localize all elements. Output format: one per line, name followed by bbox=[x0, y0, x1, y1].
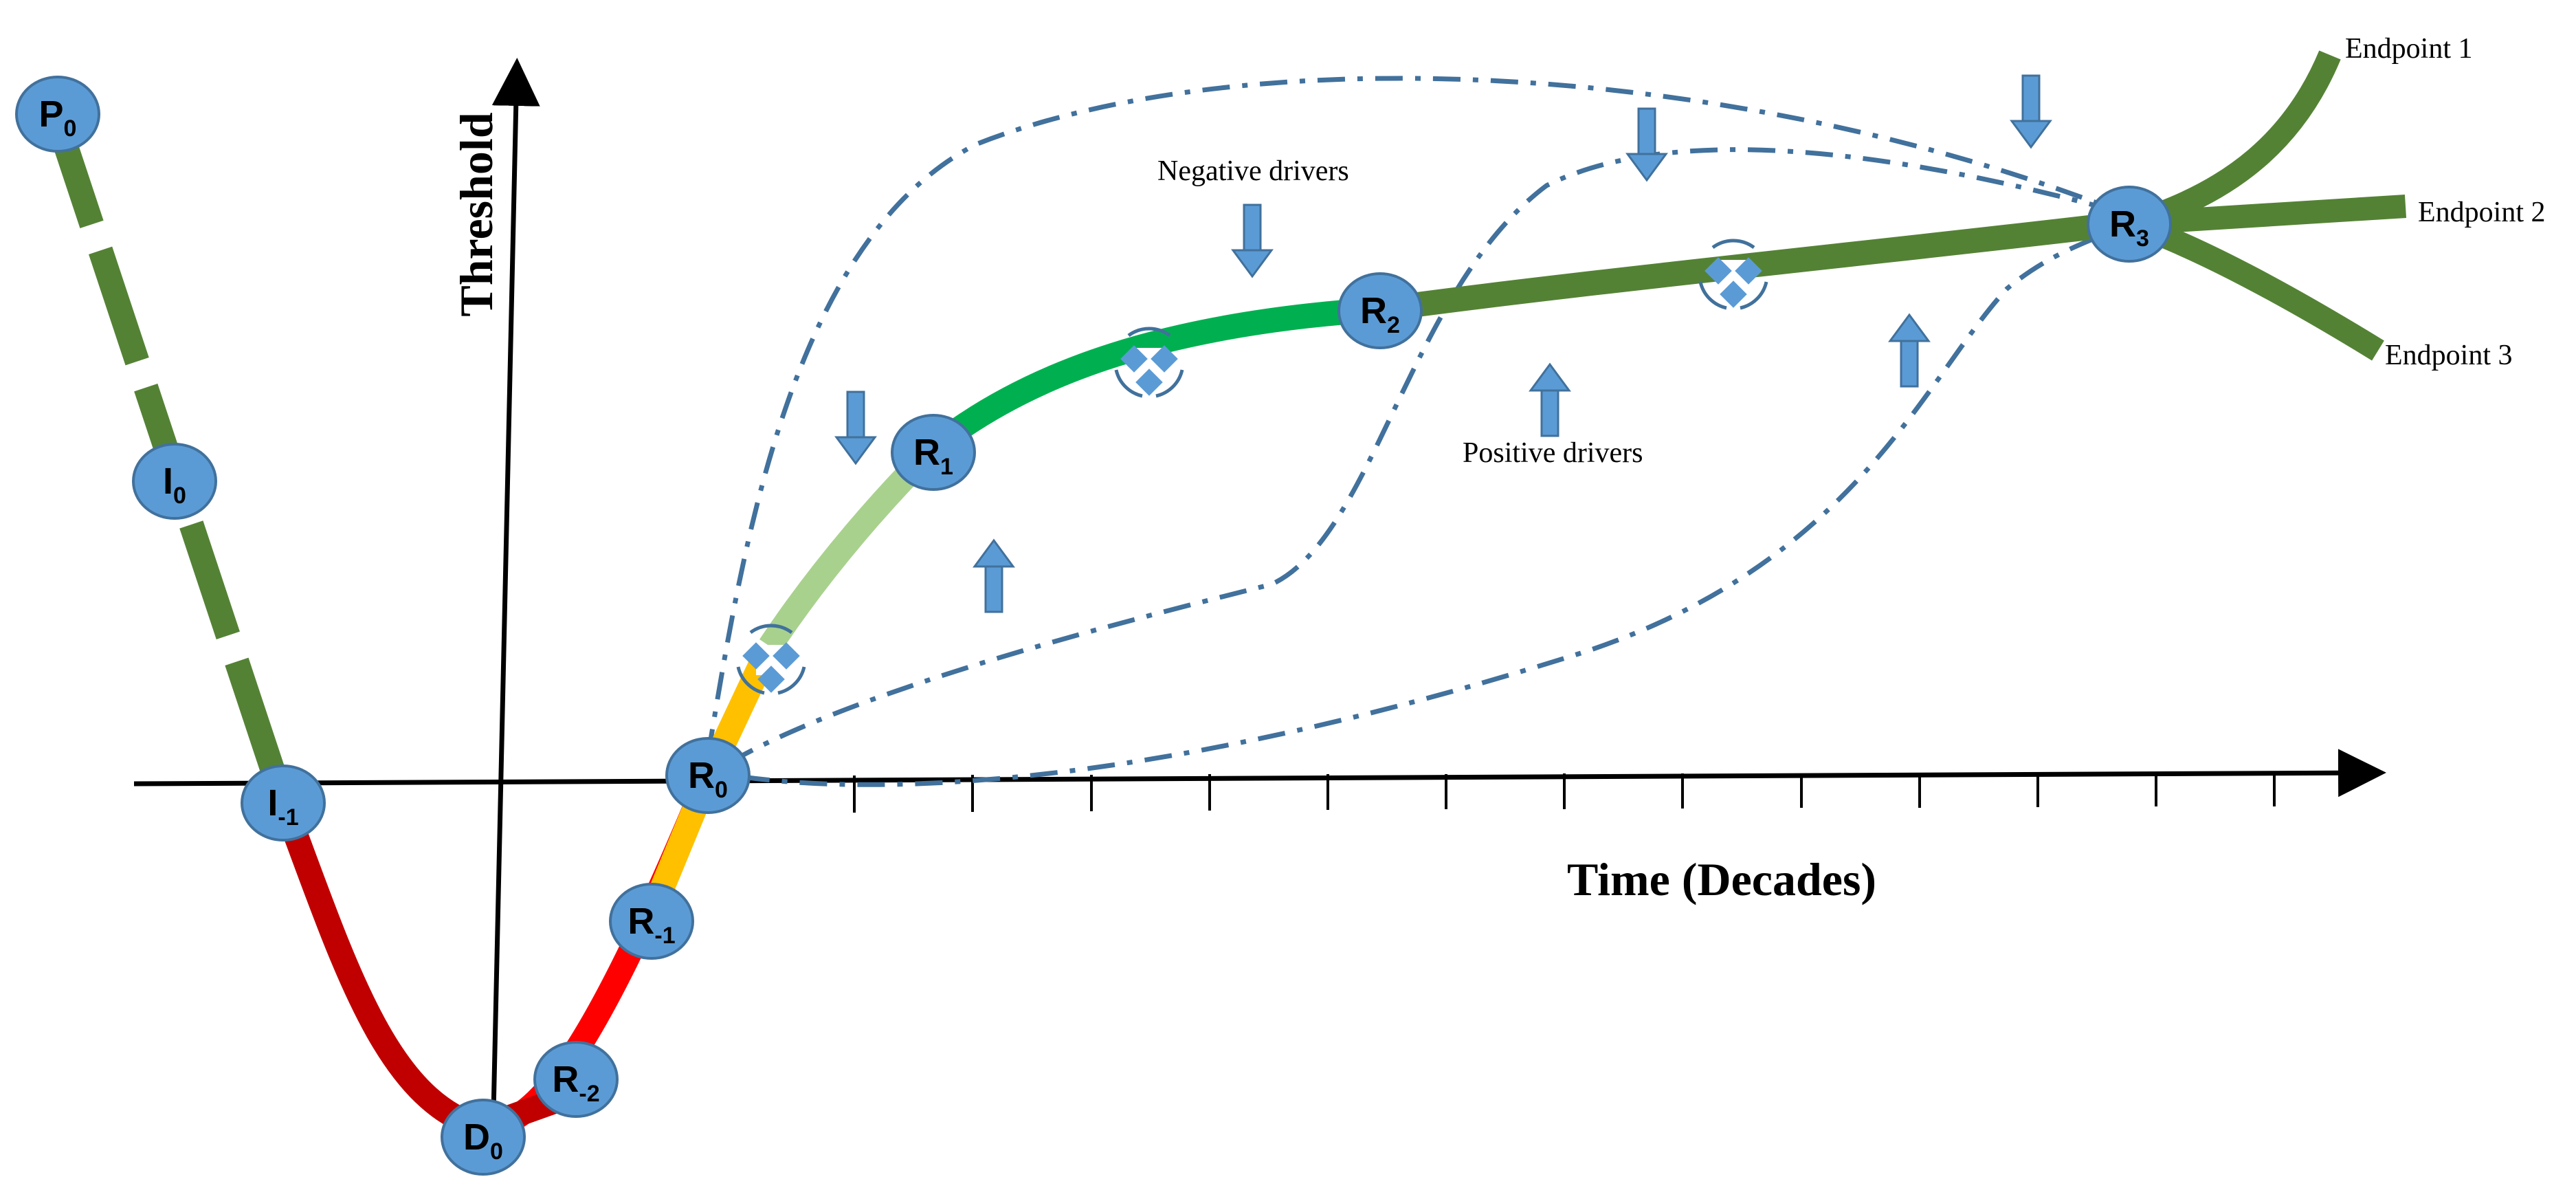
svg-text:I-1: I-1 bbox=[267, 782, 298, 830]
svg-text:R0: R0 bbox=[688, 755, 728, 803]
svg-text:R1: R1 bbox=[913, 432, 953, 480]
endpoint-3-label: Endpoint 3 bbox=[2385, 340, 2513, 371]
down-arrow-icon bbox=[2010, 74, 2052, 148]
branch-endpoint-3 bbox=[2127, 212, 2384, 361]
nodes: P0 I0 I-1 D0 R-2 R-1 R0 R1 bbox=[15, 76, 2172, 1176]
svg-text:R-2: R-2 bbox=[552, 1059, 599, 1107]
labels: Threshold Time (Decades) Negative driver… bbox=[450, 33, 2546, 905]
cycle-icon bbox=[1700, 241, 1766, 308]
endpoint-2-label: Endpoint 2 bbox=[2418, 197, 2546, 228]
svg-text:R2: R2 bbox=[1360, 290, 1400, 338]
axes bbox=[133, 58, 2386, 1113]
node-i-minus-1: I-1 bbox=[241, 764, 326, 842]
down-arrow-icon bbox=[1232, 204, 1273, 278]
svg-text:R-1: R-1 bbox=[628, 901, 675, 949]
node-r3: R3 bbox=[2087, 186, 2172, 263]
svg-text:D0: D0 bbox=[463, 1116, 503, 1165]
driver-arrows bbox=[835, 74, 2052, 613]
node-r-minus-1: R-1 bbox=[609, 883, 694, 960]
trajectory-bright-green-segment bbox=[926, 297, 1383, 457]
up-arrow-icon bbox=[973, 539, 1014, 613]
trajectory bbox=[43, 50, 2407, 1140]
node-i0: I0 bbox=[132, 443, 217, 520]
y-axis-label: Threshold bbox=[450, 112, 502, 316]
endpoint-1-label: Endpoint 1 bbox=[2345, 33, 2473, 65]
node-r1: R1 bbox=[891, 414, 976, 491]
up-arrow-icon bbox=[1529, 363, 1570, 437]
down-arrow-icon bbox=[1626, 107, 1667, 182]
negative-drivers-label: Negative drivers bbox=[1157, 155, 1349, 187]
x-axis-ticks bbox=[853, 773, 2276, 813]
node-p0: P0 bbox=[15, 76, 100, 153]
positive-drivers-label: Positive drivers bbox=[1463, 437, 1643, 469]
envelope-upper bbox=[705, 76, 2125, 757]
svg-text:P0: P0 bbox=[39, 94, 77, 142]
branch-endpoint-2 bbox=[2129, 195, 2407, 235]
down-arrow-icon bbox=[835, 390, 876, 465]
y-axis bbox=[491, 58, 540, 1113]
x-axis bbox=[133, 749, 2386, 798]
node-d0: D0 bbox=[441, 1099, 526, 1176]
x-axis-label: Time (Decades) bbox=[1567, 853, 1876, 905]
envelope-middle-1 bbox=[727, 147, 2124, 766]
node-r0: R0 bbox=[665, 737, 751, 814]
svg-text:R3: R3 bbox=[2109, 204, 2149, 252]
node-r2: R2 bbox=[1337, 272, 1423, 349]
dashed-envelopes bbox=[705, 76, 2125, 787]
svg-text:I0: I0 bbox=[163, 461, 186, 509]
node-r-minus-2: R-2 bbox=[533, 1041, 619, 1118]
up-arrow-icon bbox=[1889, 314, 1930, 388]
trajectory-disturbance bbox=[270, 793, 485, 1140]
